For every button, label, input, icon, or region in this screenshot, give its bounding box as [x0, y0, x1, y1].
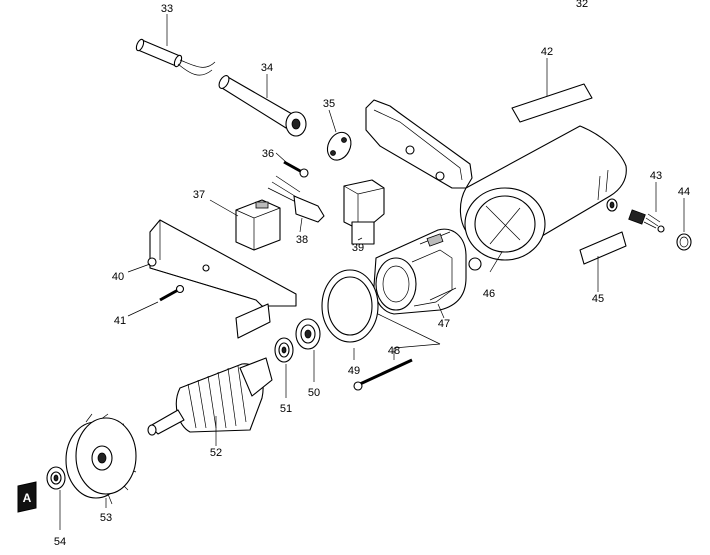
callout-46: 46	[483, 288, 495, 300]
part-54-bearing	[46, 466, 66, 530]
callout-32: 32	[576, 0, 588, 10]
callout-52: 52	[210, 447, 222, 459]
part-40-base-plate	[127, 219, 297, 339]
part-50-bearing	[295, 318, 321, 382]
part-34-cord-guard	[218, 74, 307, 137]
callout-43: 43	[650, 170, 662, 182]
part-52-armature	[147, 357, 273, 446]
callout-48: 48	[388, 345, 400, 357]
callout-39: 39	[352, 242, 364, 254]
callout-53: 53	[100, 512, 112, 524]
callout-36: 36	[262, 148, 274, 160]
part-38-terminal	[267, 175, 325, 233]
part-49-baffle-ring	[321, 269, 379, 360]
part-41-screw	[127, 284, 185, 317]
part-37-switch	[209, 199, 281, 251]
callout-54: 54	[54, 536, 66, 548]
callout-40: 40	[112, 271, 124, 283]
callout-50: 50	[308, 387, 320, 399]
callout-34: 34	[261, 62, 273, 74]
part-44-brush-cap	[676, 198, 692, 251]
badge-letter: A	[23, 491, 32, 505]
callout-44: 44	[678, 186, 690, 198]
part-43-carbon-brush	[628, 182, 665, 233]
part-46-motor-housing	[365, 99, 627, 273]
part-35-clamp	[326, 109, 352, 161]
callout-labels: 32 33 34 35 36 37 38 39 40 41 42 43 44 4…	[54, 0, 690, 548]
part-36-screw	[275, 152, 309, 178]
part-53-gear	[65, 413, 137, 508]
part-33-power-cord	[135, 14, 216, 76]
callout-41: 41	[114, 315, 126, 327]
callout-47: 47	[438, 318, 450, 330]
callout-45: 45	[592, 293, 604, 305]
callout-51: 51	[280, 403, 292, 415]
part-45-label	[579, 231, 627, 292]
callout-42: 42	[541, 46, 553, 58]
callout-49: 49	[348, 365, 360, 377]
callout-38: 38	[296, 234, 308, 246]
part-47-field-stator	[373, 228, 467, 319]
reference-badge-a: A	[17, 481, 37, 513]
part-48-long-screw	[353, 313, 441, 391]
callout-37: 37	[193, 189, 205, 201]
callout-35: 35	[323, 98, 335, 110]
part-39-brush-holder	[343, 179, 385, 245]
part-51-bearing	[274, 337, 294, 398]
part-42-label	[511, 58, 593, 123]
callout-33: 33	[161, 3, 173, 15]
